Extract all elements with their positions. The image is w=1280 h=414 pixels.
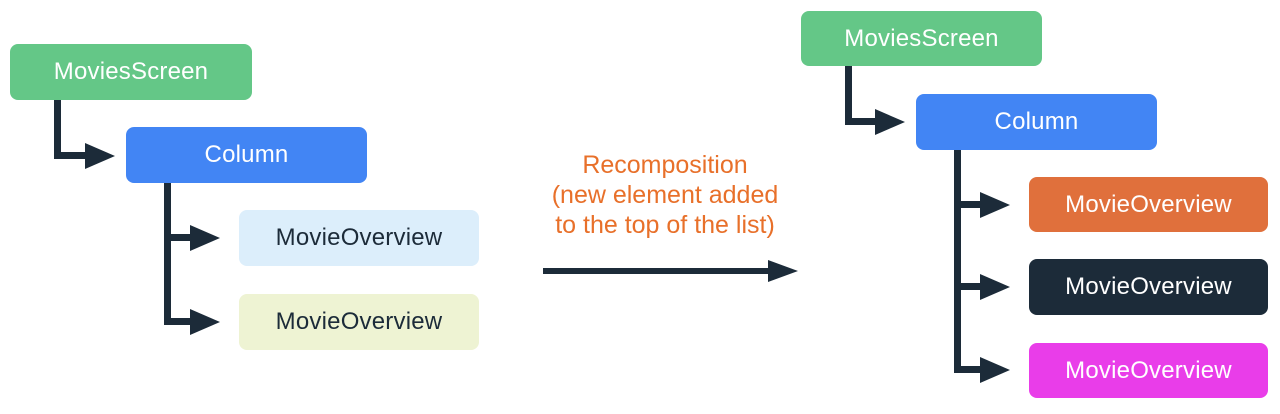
right-arrowhead-to-column-icon [875, 109, 905, 135]
transition-label: Recomposition (new element added to the … [500, 150, 830, 240]
right-arrowhead-to-leaf1-icon [980, 192, 1010, 218]
transition-label-line2: (new element added [551, 181, 779, 209]
left-arrowhead-to-column-icon [85, 143, 115, 169]
left-tree-node-moviesscreen: MoviesScreen [10, 44, 252, 100]
transition-label-line1: Recomposition [582, 151, 748, 179]
transition-label-line3: to the top of the list) [555, 211, 775, 239]
right-arrowhead-to-leaf3-icon [980, 357, 1010, 383]
right-arrowhead-to-leaf2-icon [980, 274, 1010, 300]
right-tree-node-movieoverview-2: MovieOverview [1029, 259, 1268, 315]
right-connector-branch1-line [954, 201, 984, 208]
left-arrowhead-to-leaf1-icon [190, 225, 220, 251]
left-tree-node-column: Column [126, 127, 367, 183]
right-tree-node-moviesscreen: MoviesScreen [801, 11, 1042, 66]
left-arrowhead-to-leaf2-icon [190, 309, 220, 335]
right-connector-root-horizontal-line [845, 118, 879, 125]
right-tree-node-movieoverview-3: MovieOverview [1029, 343, 1268, 398]
right-connector-branch2-line [954, 283, 984, 290]
left-connector-column-vertical-line [164, 183, 171, 325]
right-tree-node-movieoverview-1: MovieOverview [1029, 177, 1268, 232]
right-connector-branch3-line [954, 366, 984, 373]
left-connector-root-horizontal-line [54, 152, 90, 159]
transition-arrow-line [543, 268, 771, 274]
left-connector-root-vertical-line [54, 100, 61, 159]
left-tree-node-movieoverview-2: MovieOverview [239, 294, 479, 350]
left-connector-branch1-line [164, 234, 194, 241]
right-tree-node-column: Column [916, 94, 1157, 150]
transition-arrowhead-icon [768, 260, 798, 282]
left-tree-node-movieoverview-1: MovieOverview [239, 210, 479, 266]
right-connector-column-vertical-line [954, 150, 961, 373]
left-connector-branch2-line [164, 318, 194, 325]
right-connector-root-vertical-line [845, 66, 852, 125]
